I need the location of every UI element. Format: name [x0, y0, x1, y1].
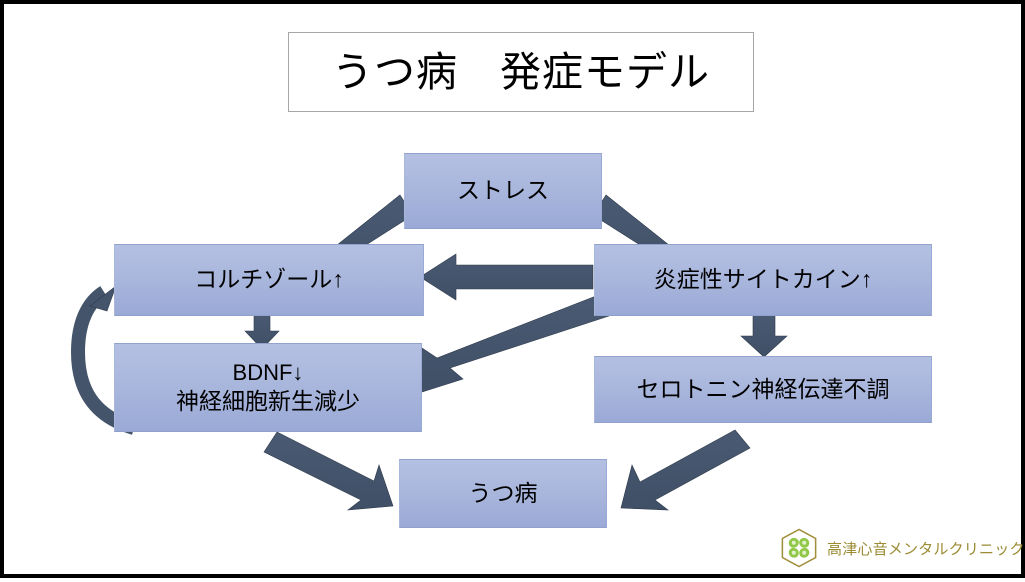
clinic-logo: 高津心音メンタルクリニック: [780, 528, 1025, 568]
node-cytokine-label: 炎症性サイトカイン↑: [653, 266, 873, 293]
clinic-name: 高津心音メンタルクリニック: [827, 540, 1025, 558]
arrow-cytokine-to-cortisol: [419, 253, 594, 301]
node-serotonin[interactable]: セロトニン神経伝達不調: [594, 356, 932, 423]
arrow-cytokine-to-serotonin: [740, 314, 788, 358]
node-bdnf-label-line1: BDNF↓: [232, 359, 304, 385]
node-cytokine[interactable]: 炎症性サイトカイン↑: [594, 244, 932, 316]
hexagon-clover-icon: [781, 528, 817, 568]
arrow-bdnf-to-cortisol-loop: [70, 285, 137, 435]
page-title: うつ病 発症モデル: [332, 48, 710, 95]
arrow-cortisol-to-bdnf: [244, 313, 280, 350]
node-stress[interactable]: ストレス: [404, 153, 602, 229]
node-bdnf-label-line2: 神経細胞新生減少: [176, 387, 360, 414]
node-serotonin-label: セロトニン神経伝達不調: [636, 375, 890, 402]
arrow-bdnf-to-depression: [263, 431, 394, 511]
node-depression[interactable]: うつ病: [399, 459, 607, 528]
node-stress-label: ストレス: [457, 177, 549, 204]
node-cortisol-label: コルチゾール↑: [194, 266, 344, 293]
node-depression-label: うつ病: [468, 479, 538, 506]
arrow-cytokine-to-bdnf: [418, 295, 610, 394]
slide-title-box: うつ病 発症モデル: [288, 32, 754, 112]
node-bdnf[interactable]: BDNF↓ 神経細胞新生減少: [114, 343, 422, 432]
arrow-serotonin-to-depression: [620, 429, 751, 511]
arrow-layer: [70, 194, 788, 511]
node-cortisol[interactable]: コルチゾール↑: [114, 244, 424, 316]
